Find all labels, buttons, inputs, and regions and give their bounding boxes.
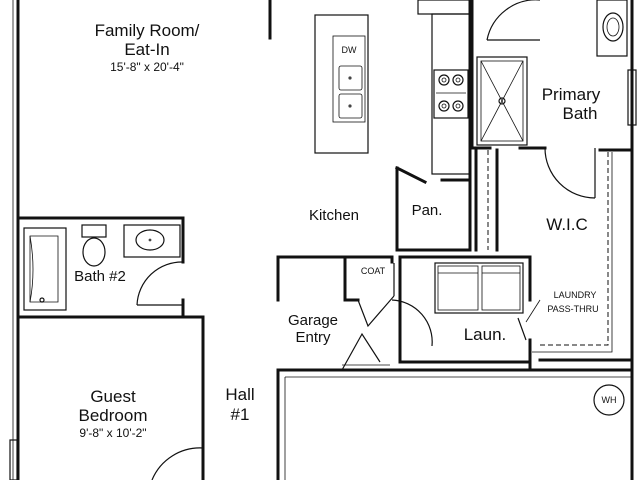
garage-entry-label-2: Entry [295, 329, 331, 346]
dishwasher-label: DW [342, 45, 357, 55]
water-heater-label: WH [602, 395, 617, 405]
hall-label-2: #1 [231, 405, 250, 424]
walls [12, 0, 634, 480]
garage-entry-label-1: Garage [288, 312, 338, 329]
primary-bath-name-1: Primary [542, 85, 601, 104]
bath2-fixtures [23, 224, 184, 311]
guest-bedroom-size: 9'-8" x 10'-2" [79, 426, 146, 440]
kitchen-counters [417, 0, 471, 175]
kitchen-label: Kitchen [309, 207, 359, 224]
bath2-label: Bath #2 [74, 268, 126, 285]
family-room-name-2: Eat-In [124, 40, 169, 59]
laundry-pass-label-1: LAUNDRY [554, 290, 597, 300]
wic-label: W.I.C [546, 215, 588, 234]
coat-label: COAT [361, 266, 386, 276]
laundry-pass-label-2: PASS-THRU [547, 304, 598, 314]
laundry-label: Laun. [464, 325, 507, 344]
pantry-label: Pan. [412, 202, 443, 219]
primary-bath-name-2: Bath [563, 104, 598, 123]
kitchen-island: DW [314, 14, 369, 154]
primary-bath-fixtures [476, 0, 637, 199]
wic-shelving [487, 150, 613, 353]
hall-label-1: Hall [225, 385, 254, 404]
entry-doors [9, 263, 433, 480]
water-heater-icon [593, 384, 625, 416]
guest-bedroom-name-2: Bedroom [79, 406, 148, 425]
family-room-name-1: Family Room/ [95, 21, 200, 40]
guest-bedroom-name-1: Guest [90, 387, 136, 406]
laundry-appliances [434, 262, 541, 341]
family-room-size: 15'-8" x 20'-4" [110, 60, 184, 74]
